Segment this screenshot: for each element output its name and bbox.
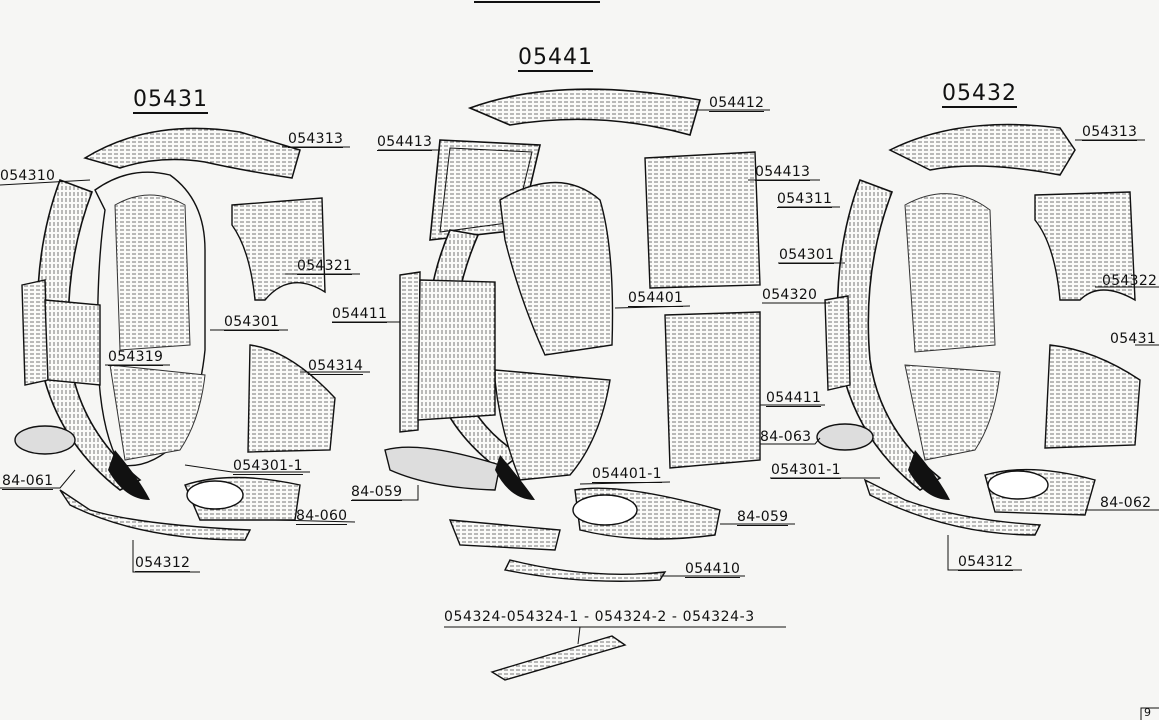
part-label: 054413 — [755, 164, 811, 181]
part-label: 84-063 — [760, 429, 812, 445]
part-label: 054401 — [628, 290, 684, 307]
part-label: 054401-1 — [592, 466, 662, 483]
part-label: 84-060 — [296, 508, 348, 525]
assembly-title-left: 05431 — [133, 87, 208, 114]
bottom-bar-part — [490, 635, 627, 681]
part-label: 054411 — [332, 306, 388, 323]
bottom-part-label: 054324-054324-1 - 054324-2 - 054324-3 — [444, 609, 755, 625]
part-label: 054314 — [308, 358, 364, 375]
part-label: 054413 — [377, 134, 433, 151]
part-label: 84-061 — [2, 473, 54, 490]
part-label: 054410 — [685, 561, 741, 578]
assembly-title-right: 05432 — [942, 81, 1017, 108]
part-label: 054301 — [224, 314, 280, 331]
part-label: 054312 — [135, 555, 191, 572]
part-label: 054321 — [297, 258, 353, 275]
part-label: 054312 — [958, 554, 1014, 571]
assembly-05441-drawing — [384, 88, 761, 582]
part-label: 054320 — [762, 287, 818, 303]
part-label: 054411 — [766, 390, 822, 407]
part-label: 054301-1 — [771, 462, 841, 479]
assembly-05431-drawing — [14, 127, 336, 541]
page-number: 9 — [1144, 706, 1152, 719]
part-label: 05431 — [1110, 331, 1157, 347]
page-number-box — [1140, 707, 1159, 720]
part-label: 054301-1 — [233, 458, 303, 475]
part-label: 054322 — [1102, 273, 1158, 289]
part-label: 84-062 — [1100, 495, 1152, 511]
part-label: 054301 — [779, 247, 835, 264]
part-label: 054311 — [777, 191, 833, 208]
part-label: 84-059 — [737, 509, 789, 526]
part-label: 054310 — [0, 168, 56, 184]
part-label: 054319 — [108, 349, 164, 366]
assembly-title-center: 05441 — [518, 45, 593, 72]
part-label: 054313 — [288, 131, 344, 148]
part-label: 054412 — [709, 95, 765, 112]
part-label: 054313 — [1082, 124, 1138, 141]
part-label: 84-059 — [351, 484, 403, 501]
assembly-05432-drawing — [816, 123, 1141, 536]
